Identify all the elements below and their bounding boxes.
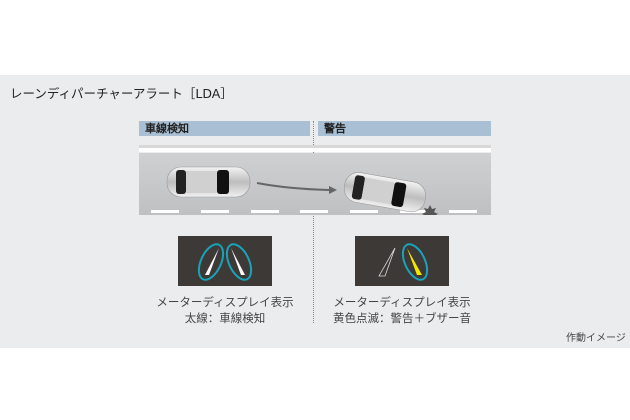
display-label-line2: 黄色点滅：警告＋ブザー音 bbox=[333, 311, 471, 325]
page-title: レーンディパーチャーアラート［LDA］ bbox=[10, 86, 233, 101]
meter-display-detection bbox=[178, 236, 272, 286]
header-warning: 警告 bbox=[318, 121, 491, 136]
display-label-line1: メーターディスプレイ表示 bbox=[333, 295, 471, 309]
road-illustration bbox=[139, 145, 491, 215]
display-label-warning: メーターディスプレイ表示 黄色点滅：警告＋ブザー音 bbox=[317, 294, 487, 326]
header-lane-detection: 車線検知 bbox=[139, 121, 310, 136]
section-divider bbox=[313, 121, 314, 323]
display-label-line2: 太線：車線検知 bbox=[184, 311, 266, 325]
display-label-line1: メーターディスプレイ表示 bbox=[156, 295, 294, 309]
meter-display-warning bbox=[355, 236, 449, 286]
caption: 作動イメージ bbox=[566, 333, 626, 344]
arrow-icon bbox=[256, 182, 330, 191]
car-icon bbox=[343, 172, 427, 213]
car-icon bbox=[166, 166, 251, 198]
display-label-detection: メーターディスプレイ表示 太線：車線検知 bbox=[140, 294, 310, 326]
rumble-burst-icon bbox=[422, 205, 438, 215]
